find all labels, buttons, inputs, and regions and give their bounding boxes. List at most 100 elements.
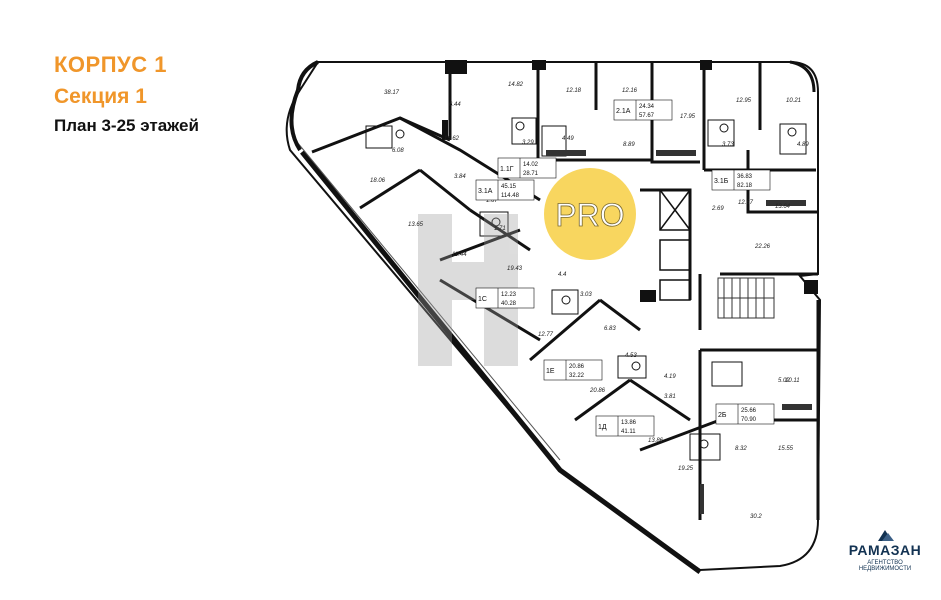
plan-subtitle: План 3-25 этажей xyxy=(54,116,199,135)
pro-watermark-circle xyxy=(544,168,636,260)
room-area-label: 19.43 xyxy=(507,266,523,272)
room-area-label: 12.77 xyxy=(538,332,554,338)
unit-total-area: 40.28 xyxy=(501,301,517,307)
roof-icon xyxy=(878,530,894,541)
room-area-label: 8.89 xyxy=(623,142,635,148)
structural-columns xyxy=(442,60,818,302)
unit-label-box xyxy=(595,415,655,437)
unit-code: 1С xyxy=(478,296,487,303)
room-area-label: 12.16 xyxy=(622,88,638,94)
unit-labels: 1.1Г 14.02 28.71 2.1А 24.34 57.67 3.1А 45.15 114… xyxy=(475,99,775,437)
unit-total-area: 82.18 xyxy=(737,183,753,189)
unit-total-area: 57.67 xyxy=(639,113,655,119)
room-area-label: 13.65 xyxy=(408,222,424,228)
brand-tagline: АГЕНТСТВО НЕДВИЖИМОСТИ xyxy=(858,560,912,572)
room-area-label: 15.55 xyxy=(778,446,794,452)
unit-living-area: 45.15 xyxy=(501,184,517,190)
unit-total-area: 28.71 xyxy=(523,171,539,177)
unit-label-box xyxy=(543,359,603,381)
unit-total-area: 114.48 xyxy=(501,193,520,199)
room-area-label: 2.69 xyxy=(711,206,724,212)
unit-label-box xyxy=(613,99,673,121)
room-area-label: 18.06 xyxy=(370,178,386,184)
window-rail-right xyxy=(789,60,820,520)
room-area-label: 13.64 xyxy=(775,204,791,210)
room-area-label: 14.82 xyxy=(508,82,524,88)
unit-living-area: 20.86 xyxy=(569,364,585,370)
unit-label: 1.1Г 14.02 28.71 xyxy=(497,157,557,179)
room-area-label: 3.03 xyxy=(580,292,592,298)
unit-total-area: 70.90 xyxy=(741,417,757,423)
room-area-label: 1.71 xyxy=(494,226,506,232)
unit-code: 2.1А xyxy=(616,108,631,115)
room-area-label: 19.25 xyxy=(678,466,694,472)
unit-label-box xyxy=(497,157,557,179)
unit-label: 3.1Б 36.83 82.18 xyxy=(711,169,771,191)
room-area-label: 8.32 xyxy=(735,446,747,452)
room-area-label: 6.83 xyxy=(604,326,616,332)
room-area-label: 4.49 xyxy=(562,136,574,142)
unit-label-box xyxy=(475,179,535,201)
unit-living-area: 13.86 xyxy=(621,420,637,426)
unit-label-box xyxy=(475,287,535,309)
unit-living-area: 12.23 xyxy=(501,292,517,298)
window-rail xyxy=(289,60,319,152)
room-area-label: 11.44 xyxy=(452,252,467,258)
room-area-label: 3.84 xyxy=(454,174,466,180)
room-area-label: 3.29 xyxy=(522,140,534,146)
room-area-label: 6.44 xyxy=(449,102,461,108)
room-area-label: 15.62 xyxy=(444,136,460,142)
unit-code: 1.1Г xyxy=(500,166,514,173)
unit-label-box xyxy=(711,169,771,191)
room-area-label: 12.67 xyxy=(738,200,754,206)
unit-label: 1С 12.23 40.28 xyxy=(475,287,535,309)
unit-code: 3.1А xyxy=(478,188,493,195)
unit-living-area: 24.34 xyxy=(639,104,655,110)
section-title: Секция 1 xyxy=(54,85,147,108)
brand-name: РАМАЗАН xyxy=(848,542,922,558)
unit-living-area: 25.66 xyxy=(741,408,757,414)
room-area-label: 6.08 xyxy=(392,148,404,154)
unit-code: 1Е xyxy=(546,368,555,375)
unit-code: 2Б xyxy=(718,412,727,419)
staircase xyxy=(717,277,775,319)
room-area-label: 10.21 xyxy=(786,98,801,104)
unit-total-area: 41.11 xyxy=(621,429,636,435)
bathroom-fixtures xyxy=(365,117,807,461)
brand-logo: РАМАЗАН АГЕНТСТВО НЕДВИЖИМОСТИ xyxy=(842,528,928,572)
room-area-label: 12.18 xyxy=(566,88,582,94)
unit-code: 3.1Б xyxy=(714,178,729,185)
room-area-labels: 38.17 6.44 14.82 12.18 12.16 17.95 12.95 10.21 4… xyxy=(370,82,809,520)
outer-wall-2 xyxy=(291,135,561,461)
room-area-label: 4.19 xyxy=(664,374,676,380)
room-area-label: 12.95 xyxy=(736,98,752,104)
unit-living-area: 36.83 xyxy=(737,174,753,180)
room-area-label: 10.11 xyxy=(785,378,800,384)
room-area-label: 1.67 xyxy=(486,198,498,204)
room-area-label: 38.17 xyxy=(384,90,400,96)
room-area-label: 4.53 xyxy=(625,353,637,359)
building-title: КОРПУС 1 xyxy=(54,52,167,77)
room-area-label: 17.95 xyxy=(680,114,696,120)
room-area-label: 4.4 xyxy=(558,272,567,278)
room-area-label: 5.02 xyxy=(778,378,790,384)
unit-code: 1Д xyxy=(598,424,607,431)
interior-walls xyxy=(311,62,818,520)
elevator-core xyxy=(659,189,691,301)
unit-label-box xyxy=(715,403,775,425)
room-area-label: 30.2 xyxy=(750,514,762,520)
unit-label: 2Б 25.66 70.90 xyxy=(715,403,775,425)
unit-living-area: 14.02 xyxy=(523,162,539,168)
room-area-label: 13.86 xyxy=(648,438,664,444)
unit-label: 1Д 13.86 41.11 xyxy=(595,415,655,437)
unit-label: 3.1А 45.15 114.48 xyxy=(475,179,535,201)
unit-label: 2.1А 24.34 57.67 xyxy=(613,99,673,121)
pro-watermark-text: PRO xyxy=(555,197,624,233)
room-area-label: 22.26 xyxy=(754,244,771,250)
room-area-label: 20.86 xyxy=(589,388,606,394)
room-area-label: 4.89 xyxy=(797,142,809,148)
kitchen-counters xyxy=(546,150,812,514)
outer-wall xyxy=(300,150,702,575)
